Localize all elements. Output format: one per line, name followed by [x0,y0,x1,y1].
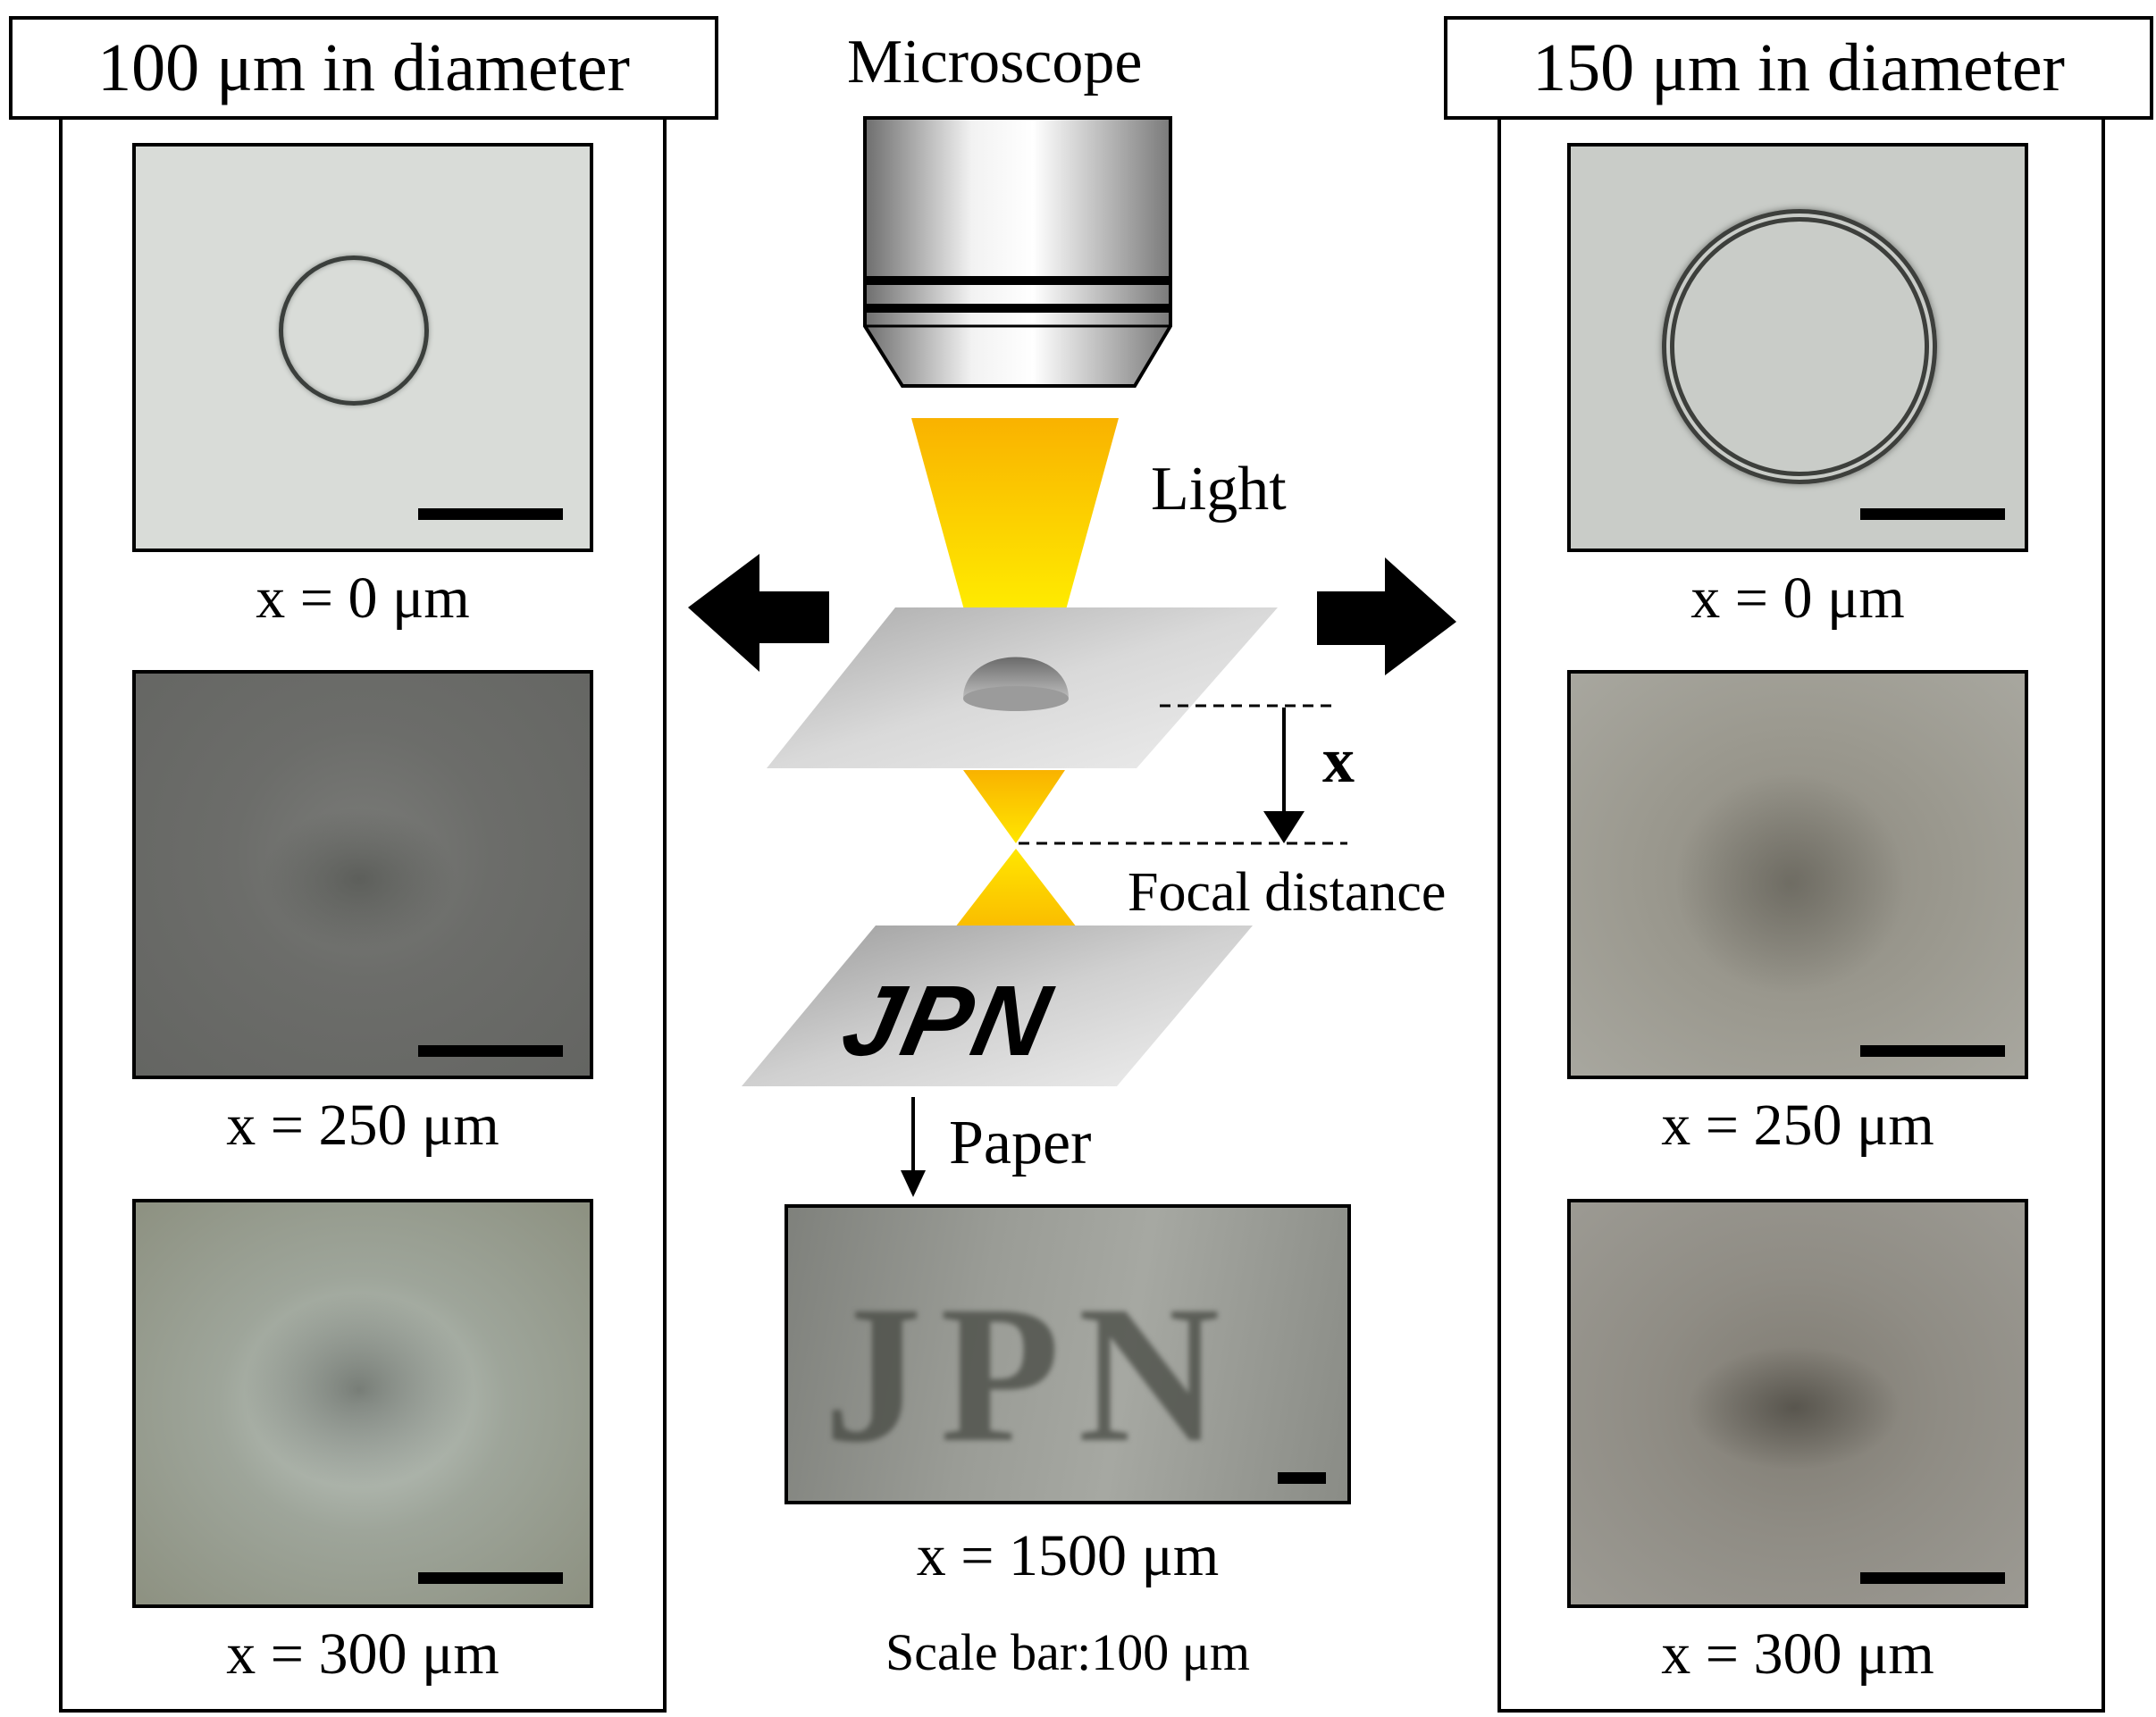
scale-bar-note: Scale bar:100 μm [885,1623,1250,1681]
paper-text: JPN [833,965,1063,1076]
left-image-x300 [132,1199,593,1608]
left-caption-x300: x = 300 μm [226,1621,499,1687]
paper-arrow-head [901,1170,926,1197]
light-label: Light [1151,455,1287,523]
right-caption-x250: x = 250 μm [1661,1093,1934,1158]
paper-sheet [742,926,1253,1086]
microscope-icon [863,116,1172,388]
right-panel-title: 150 μm in diameter [1444,16,2153,120]
blur-shape [261,808,457,951]
bottom-image-x1500: JPN [784,1204,1351,1504]
light-beam-diverging [940,849,1092,947]
scale-bar [1278,1472,1326,1484]
x-distance-label: x [1322,724,1355,796]
blurred-jpn-text: JPN [824,1265,1238,1483]
scale-bar [1860,1045,2005,1057]
left-image-x0 [132,143,593,552]
blur-shape [1674,772,1907,995]
droplet-ring-icon [1662,209,1937,484]
scale-bar [418,1045,563,1057]
blur-shape [243,1292,475,1488]
scale-bar [418,1572,563,1584]
droplet-ring-icon [279,255,429,406]
right-image-x300 [1567,1199,2028,1608]
right-caption-x0: x = 0 μm [1690,565,1905,631]
focal-distance-label: Focal distance [1128,862,1447,923]
arrow-left-icon [688,554,829,672]
left-caption-x0: x = 0 μm [256,565,470,631]
scale-bar [418,508,563,520]
right-image-x250 [1567,670,2028,1079]
x-arrow-head [1263,811,1305,843]
light-beam-upper [911,418,1119,632]
scale-bar [1860,1572,2005,1584]
microscope-label: Microscope [847,28,1143,96]
bottom-caption: x = 1500 μm [916,1523,1220,1588]
right-image-x0 [1567,143,2028,552]
light-beam-converging [963,770,1065,843]
droplet-base [963,686,1069,711]
left-image-x250 [132,670,593,1079]
right-caption-x300: x = 300 μm [1661,1621,1934,1687]
scale-bar [1860,508,2005,520]
arrow-right-icon [1317,557,1456,675]
left-caption-x250: x = 250 μm [226,1093,499,1158]
blur-shape [1687,1345,1901,1470]
paper-label: Paper [949,1109,1092,1177]
left-panel-title: 100 μm in diameter [9,16,718,120]
